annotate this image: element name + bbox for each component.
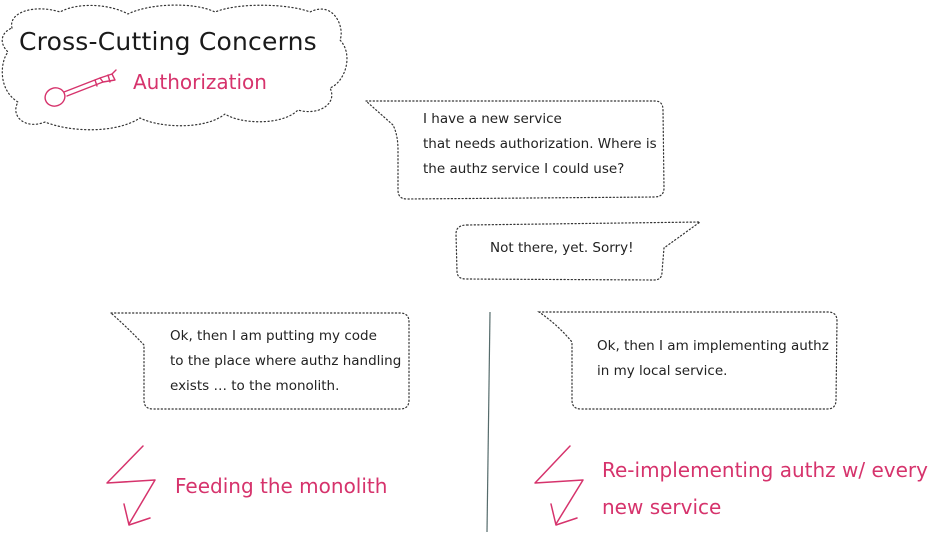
- left-option-bubble-text: Ok, then I am putting my code to the pla…: [170, 324, 401, 399]
- bubble-line: I have a new service: [423, 111, 562, 127]
- page-subtitle: Authorization: [133, 70, 267, 94]
- question-bubble-text: I have a new service that needs authoriz…: [423, 107, 657, 182]
- answer-bubble-text: Not there, yet. Sorry!: [490, 236, 634, 261]
- bubble-line: to the place where authz handling: [170, 353, 402, 369]
- left-option-bubble: [109, 312, 410, 410]
- right-option-bubble: [537, 311, 838, 410]
- bubble-line: the authz service I could use?: [423, 161, 625, 177]
- bubble-line: Ok, then I am implementing authz: [597, 338, 829, 354]
- bubble-line: Ok, then I am putting my code: [170, 328, 377, 344]
- bubble-line: exists … to the monolith.: [170, 378, 340, 394]
- right-option-bubble-text: Ok, then I am implementing authz in my l…: [597, 334, 829, 384]
- bubble-line: that needs authorization. Where is: [423, 136, 657, 152]
- lightning-arrow-icon-left: [106, 445, 156, 526]
- answer-bubble: [455, 221, 702, 281]
- bubble-line: in my local service.: [597, 363, 728, 379]
- title-cloud: [1, 4, 348, 131]
- consequence-right: Re-implementing authz w/ every new servi…: [602, 452, 928, 526]
- consequence-line: Re-implementing authz w/ every: [602, 458, 928, 482]
- bubble-line: Not there, yet. Sorry!: [490, 240, 634, 256]
- divider-line: [486, 311, 491, 533]
- key-icon: [44, 69, 117, 107]
- page-title: Cross-Cutting Concerns: [19, 27, 317, 56]
- consequence-left: Feeding the monolith: [175, 474, 388, 498]
- consequence-line: new service: [602, 495, 722, 519]
- question-bubble: [364, 100, 665, 200]
- lightning-arrow-icon-right: [534, 445, 584, 526]
